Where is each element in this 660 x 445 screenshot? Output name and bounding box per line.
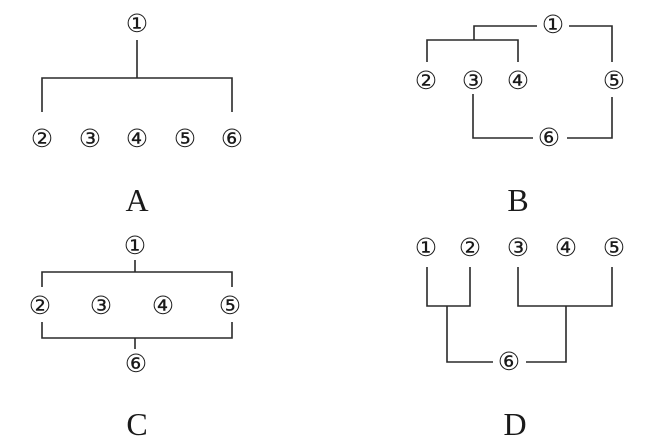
diagram-b-node-5: ⑤ [603,66,625,95]
diagram-d-label: D [503,406,526,442]
diagram-b-node-1: ① [542,10,564,39]
diagram-a-label: A [125,182,148,218]
diagram-d-node-3: ③ [507,233,529,262]
diagram-c: ① ② ③ ④ ⑤ ⑥ C [29,231,241,442]
diagram-c-node-3: ③ [90,291,112,320]
diagram-b: ① ② ③ ④ ⑤ ⑥ B [415,10,625,218]
diagram-c-node-5: ⑤ [219,291,241,320]
diagram-c-node-6: ⑥ [125,349,147,378]
diagram-c-label: C [126,406,147,442]
diagram-a: ① ② ③ ④ ⑤ ⑥ A [31,9,243,218]
diagram-d-connector-line [426,267,613,363]
diagram-b-node-2: ② [415,66,437,95]
diagram-b-node-4: ④ [507,66,529,95]
diagram-b-node-6: ⑥ [538,123,560,152]
diagram-d-node-1: ① [415,233,437,262]
diagram-a-node-1: ① [126,9,148,38]
diagram-a-node-6: ⑥ [221,124,243,153]
diagram-d-node-2: ② [459,233,481,262]
diagram-b-label: B [507,182,528,218]
diagram-c-node-2: ② [29,291,51,320]
diagram-b-connector-line [426,25,613,139]
diagram-d: ① ② ③ ④ ⑤ ⑥ D [415,233,625,442]
diagram-c-connector-line [41,260,233,349]
diagram-b-node-3: ③ [462,66,484,95]
diagram-a-node-3: ③ [79,124,101,153]
diagram-c-node-4: ④ [152,291,174,320]
diagram-c-node-1: ① [124,231,146,260]
diagram-a-connector-line [41,40,233,112]
diagram-d-node-6: ⑥ [498,347,520,376]
diagram-a-node-4: ④ [126,124,148,153]
diagram-d-node-4: ④ [555,233,577,262]
diagram-d-node-5: ⑤ [603,233,625,262]
diagram-a-node-2: ② [31,124,53,153]
diagram-a-node-5: ⑤ [174,124,196,153]
